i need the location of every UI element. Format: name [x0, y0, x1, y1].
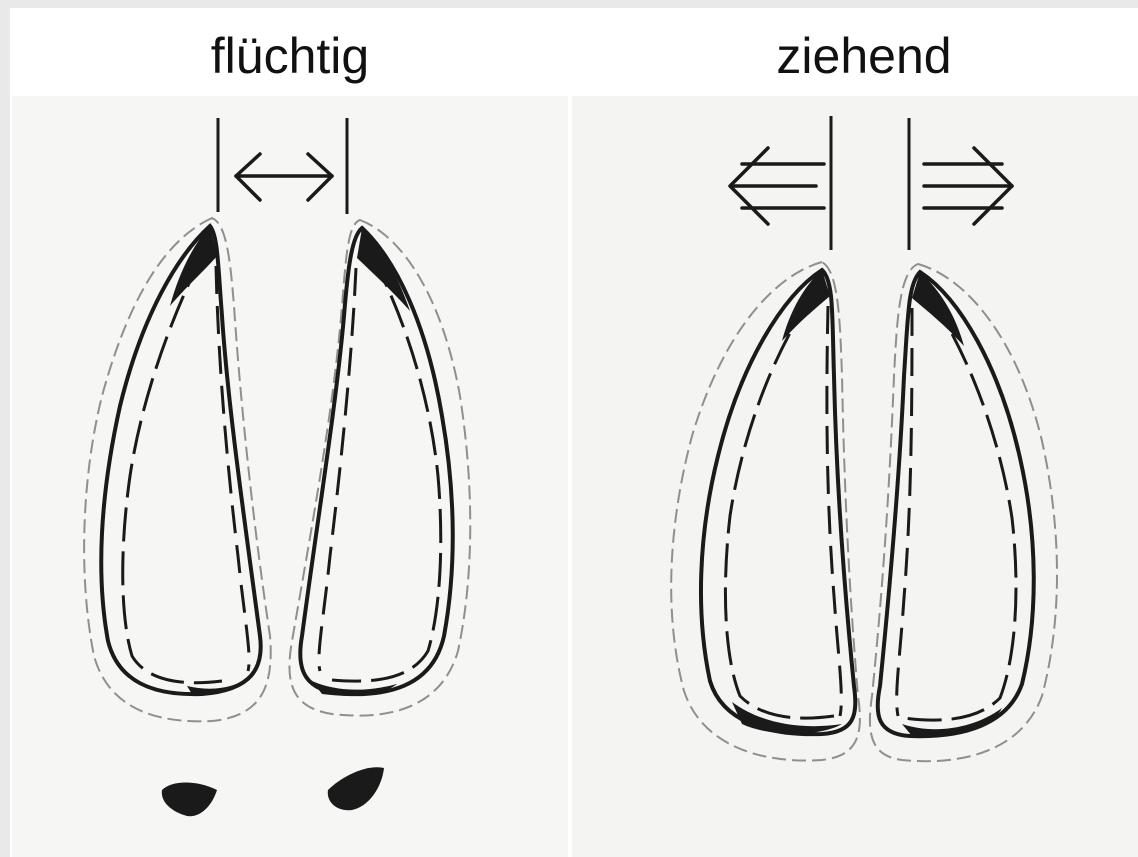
- fluechtig-track-drawing: [12, 96, 568, 857]
- ziehend-left-hoof-outline: [701, 270, 855, 734]
- right-dewclaw: [328, 767, 384, 810]
- left-hoof-inner-line: [123, 256, 222, 683]
- ziehend-right-hoof-heel-shade: [902, 708, 1002, 737]
- panel-title-ziehend: ziehend: [590, 28, 1138, 98]
- panel-fluechtig: [12, 96, 568, 857]
- double-arrow-icon: [236, 154, 332, 200]
- arrow-right-icon: [924, 148, 1012, 224]
- panel-title-fluechtig: flüchtig: [10, 28, 570, 98]
- left-dewclaw: [162, 783, 217, 817]
- ziehend-right-hoof-inner-line: [904, 296, 1016, 720]
- right-hoof-inner-line: [332, 256, 441, 681]
- ziehend-left-hoof-inner-line: [725, 296, 834, 718]
- panel-ziehend: [572, 96, 1138, 857]
- arrow-left-icon: [730, 148, 824, 224]
- ziehend-track-drawing: [572, 96, 1138, 857]
- right-hoof-tip-shade: [357, 228, 410, 311]
